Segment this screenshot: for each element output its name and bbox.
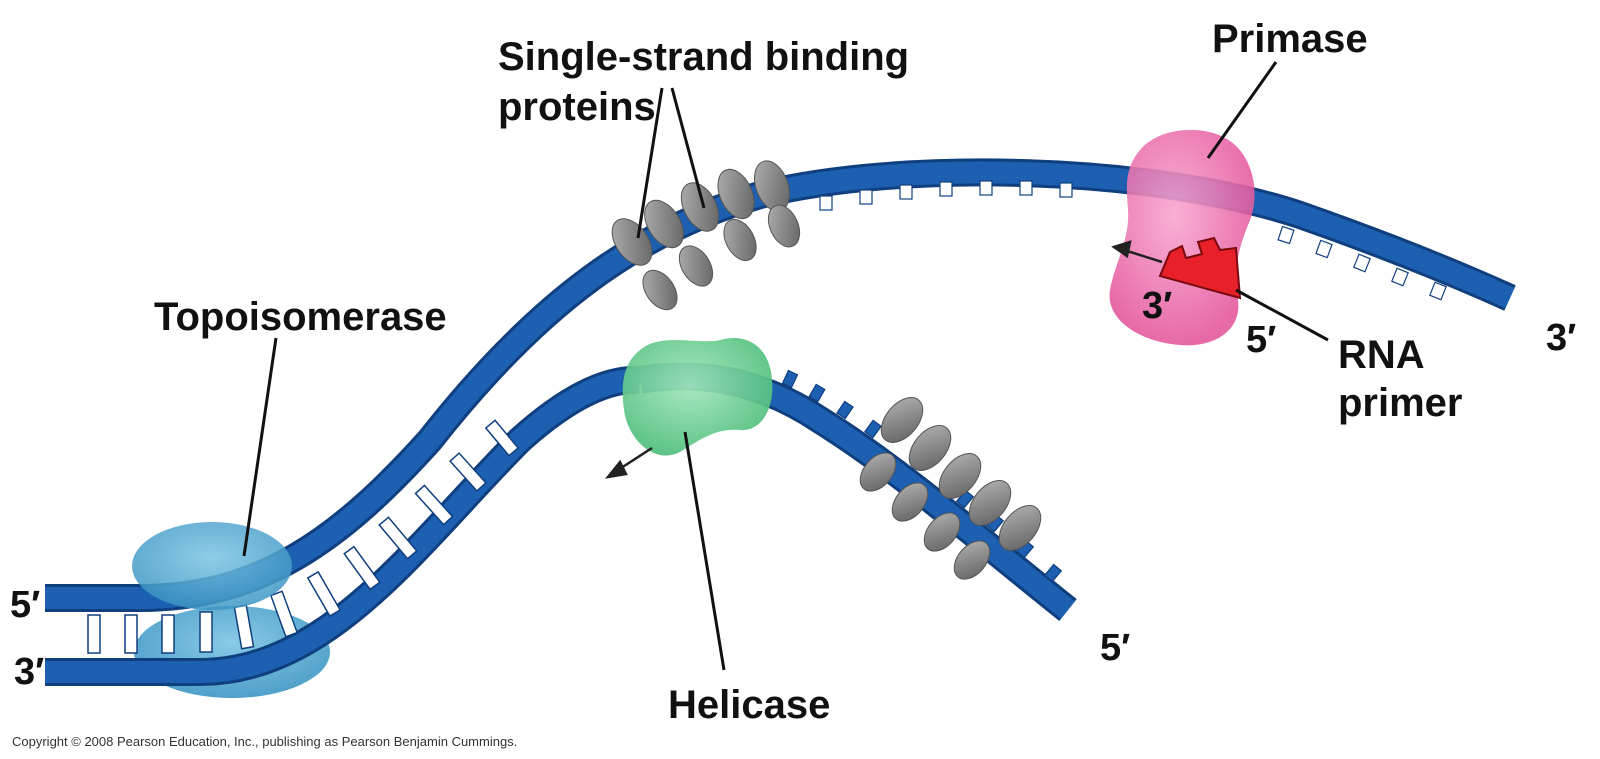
ssb-protein — [880, 397, 924, 443]
topoisomerase-front — [132, 522, 292, 610]
ssb-protein — [767, 204, 801, 248]
rna-primer-label-line1: RNA — [1338, 333, 1425, 377]
ssb-label-line2: proteins — [498, 85, 656, 129]
ssb-protein — [923, 512, 961, 552]
rna-primer-label-line2: primer — [1338, 381, 1463, 425]
ssb-protein — [611, 218, 653, 266]
primase-label: Primase — [1212, 17, 1368, 61]
end-label-primer-3: 3′ — [1142, 285, 1172, 327]
end-label-lower-right: 5′ — [1100, 627, 1130, 669]
upper-strand-bases — [819, 180, 1447, 301]
end-label-left-top: 5′ — [10, 584, 40, 626]
helicase-label: Helicase — [668, 683, 830, 727]
end-label-upper-right: 3′ — [1546, 317, 1576, 359]
ssb-label-line1: Single-strand binding — [498, 35, 909, 79]
rna-primer-shape — [1158, 236, 1242, 300]
ssb-proteins-upper — [611, 160, 801, 311]
direction-arrows — [604, 240, 1163, 479]
ssb-protein — [644, 199, 684, 249]
ssb-protein — [859, 452, 897, 492]
end-label-left-bottom: 3′ — [14, 651, 44, 693]
end-label-primer-5: 5′ — [1246, 319, 1276, 361]
copyright-text: Copyright © 2008 Pearson Education, Inc.… — [12, 734, 517, 749]
ssb-protein — [998, 505, 1042, 551]
base-pairs — [87, 419, 520, 654]
ssb-protein — [678, 245, 714, 287]
ssb-proteins-lower — [859, 397, 1042, 580]
topoisomerase-label: Topoisomerase — [154, 295, 447, 339]
ssb-protein — [938, 453, 982, 499]
ssb-protein — [717, 168, 755, 220]
ssb-protein — [953, 540, 991, 580]
ssb-protein — [723, 218, 757, 262]
ssb-protein — [680, 182, 720, 232]
ssb-protein — [968, 480, 1012, 526]
ssb-protein — [891, 482, 929, 522]
ssb-protein — [908, 425, 952, 471]
primase-protein — [1109, 129, 1255, 346]
leader-lines — [242, 61, 1329, 671]
ssb-protein — [642, 269, 678, 311]
helicase-protein — [622, 337, 773, 456]
